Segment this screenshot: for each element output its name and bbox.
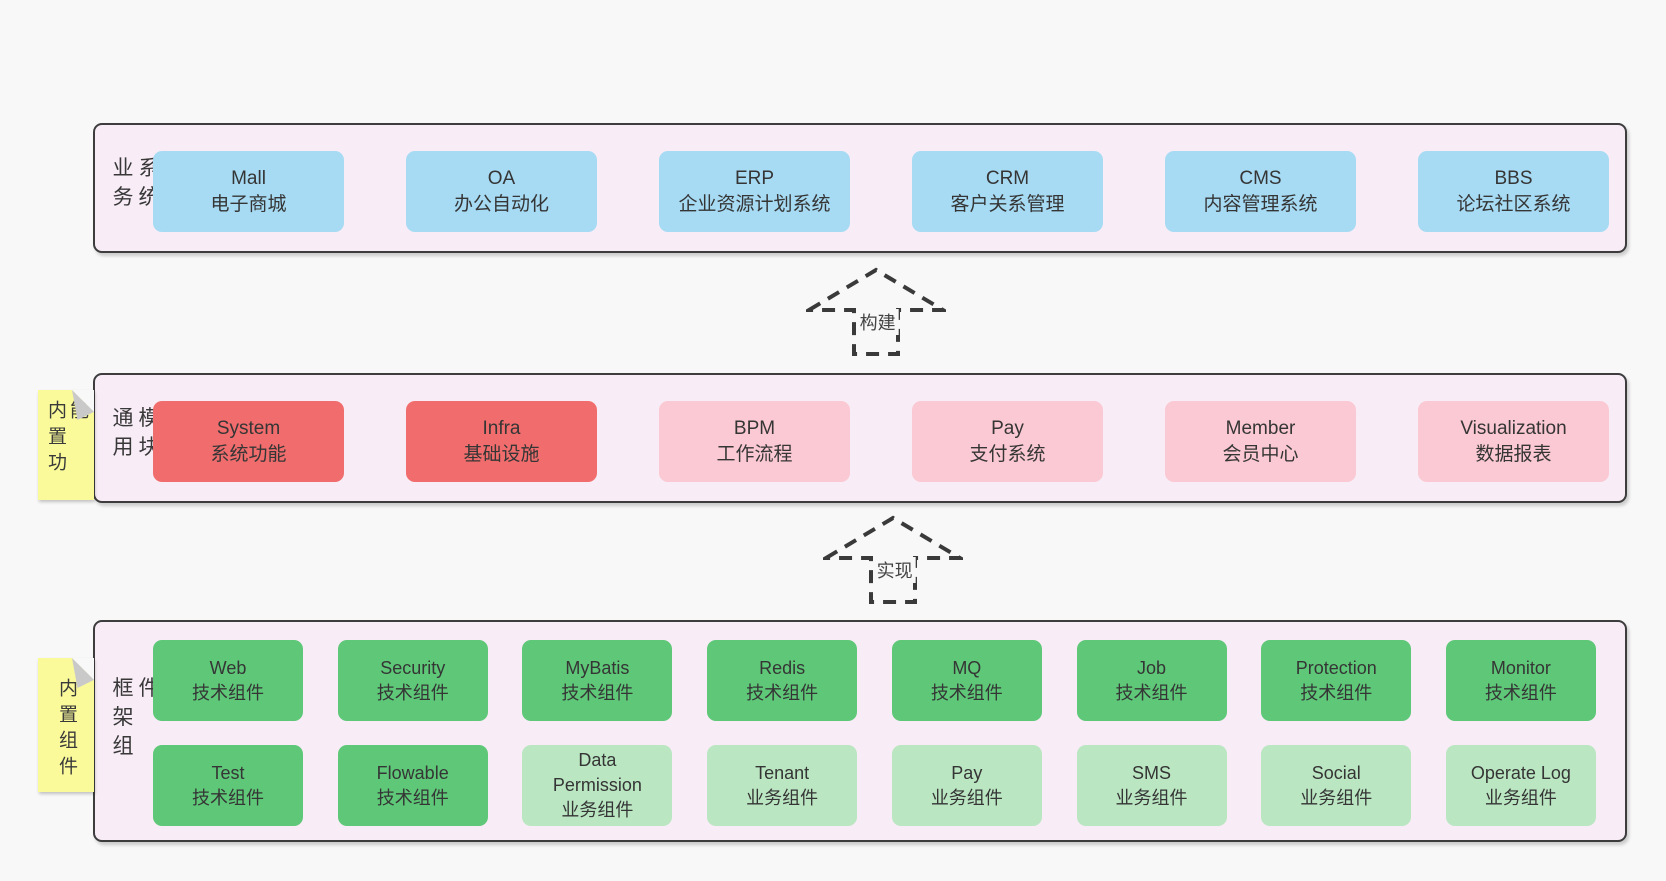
box-subtitle: 技术组件	[192, 787, 264, 808]
box-title: System	[216, 417, 281, 439]
box-title: MQ	[952, 657, 982, 678]
box-subtitle: 技术组件	[746, 682, 819, 703]
framework-box-flowable: Flowable 技术组件	[337, 745, 488, 826]
box-title: Web	[209, 657, 247, 678]
box-title: Member	[1225, 417, 1296, 439]
box-title: Mall	[231, 167, 266, 189]
sticky-note-built-in-functions: 内置功能	[38, 390, 94, 500]
framework-box-pay: Pay 业务组件	[891, 745, 1042, 826]
framework-box-row-2: Test 技术组件 Flowable 技术组件 Data Permission …	[153, 745, 1596, 826]
framework-box-web: Web 技术组件	[153, 640, 303, 721]
arrow-build-label: 构建	[856, 309, 899, 335]
box-subtitle: 业务组件	[1115, 787, 1188, 808]
box-title: OA	[487, 167, 516, 189]
framework-box-security: Security 技术组件	[337, 640, 488, 721]
box-title: Pay	[991, 417, 1024, 439]
business-box-row: Mall 电子商城 OA 办公自动化 ERP 企业资源计划系统 CRM 客户关系…	[153, 151, 1609, 232]
box-title: Flowable	[376, 762, 449, 783]
box-subtitle: 数据报表	[1475, 443, 1552, 465]
box-subtitle: 技术组件	[376, 787, 449, 808]
framework-box-mq: MQ 技术组件	[891, 640, 1042, 721]
box-subtitle: 基础设施	[463, 443, 540, 465]
box-title: Visualization	[1460, 417, 1567, 439]
box-subtitle: 企业资源计划系统	[678, 193, 831, 215]
box-title: BBS	[1494, 167, 1533, 189]
box-subtitle: 技术组件	[1300, 682, 1373, 703]
box-subtitle: 业务组件	[930, 787, 1003, 808]
box-subtitle: 工作流程	[716, 443, 793, 465]
box-subtitle: 业务组件	[746, 787, 819, 808]
module-box-system: System 系统功能	[153, 401, 344, 482]
framework-box-row-1: Web 技术组件 Security 技术组件 MyBatis 技术组件 Redi…	[153, 640, 1596, 721]
modules-box-row: System 系统功能 Infra 基础设施 BPM 工作流程 Pay 支付系统…	[153, 401, 1609, 482]
box-title: Protection	[1295, 657, 1377, 678]
box-title: Social	[1311, 762, 1361, 783]
framework-box-tenant: Tenant 业务组件	[707, 745, 858, 826]
box-title: Data Permission	[552, 750, 642, 795]
box-subtitle: 技术组件	[930, 682, 1003, 703]
module-box-visualization: Visualization 数据报表	[1418, 401, 1609, 482]
business-box-crm: CRM 客户关系管理	[912, 151, 1103, 232]
framework-box-job: Job 技术组件	[1076, 640, 1227, 721]
note-label: 内置组件	[56, 678, 77, 782]
business-box-bbs: BBS 论坛社区系统	[1418, 151, 1609, 232]
box-subtitle: 技术组件	[192, 682, 264, 703]
box-subtitle: 技术组件	[1484, 682, 1557, 703]
framework-box-data-permission: Data Permission 业务组件	[522, 745, 673, 826]
box-title: Security	[380, 657, 446, 678]
box-title: BPM	[733, 417, 776, 439]
box-title: Monitor	[1490, 657, 1551, 678]
box-subtitle: 论坛社区系统	[1456, 193, 1571, 215]
sticky-note-built-in-components: 内置组件	[38, 658, 94, 792]
box-subtitle: 业务组件	[1300, 787, 1373, 808]
framework-box-monitor: Monitor 技术组件	[1445, 640, 1596, 721]
box-subtitle: 技术组件	[561, 682, 634, 703]
business-box-oa: OA 办公自动化	[406, 151, 597, 232]
business-box-mall: Mall 电子商城	[153, 151, 344, 232]
module-box-pay: Pay 支付系统	[912, 401, 1103, 482]
band-common-modules: 内置功能 通用模块 System 系统功能 Infra 基础设施 BPM 工作流…	[38, 373, 1627, 503]
box-title: SMS	[1132, 762, 1172, 783]
box-subtitle: 系统功能	[210, 443, 287, 465]
box-subtitle: 业务组件	[561, 800, 634, 820]
band-framework-components: 内置组件 框架组件 Web 技术组件 Security 技术组件 MyBatis…	[38, 620, 1627, 842]
framework-box-mybatis: MyBatis 技术组件	[522, 640, 673, 721]
box-title: Operate Log	[1470, 762, 1571, 783]
box-subtitle: 客户关系管理	[950, 193, 1065, 215]
box-title: Job	[1137, 657, 1167, 678]
arrow-build: 构建	[806, 265, 946, 357]
box-title: Infra	[482, 417, 521, 439]
box-title: CRM	[985, 167, 1030, 189]
box-title: Tenant	[755, 762, 810, 783]
framework-box-social: Social 业务组件	[1261, 745, 1412, 826]
framework-box-operate-log: Operate Log 业务组件	[1445, 745, 1596, 826]
box-subtitle: 电子商城	[210, 193, 287, 215]
business-box-erp: ERP 企业资源计划系统	[659, 151, 850, 232]
box-subtitle: 支付系统	[969, 443, 1046, 465]
box-title: ERP	[734, 167, 775, 189]
band-business-systems: 业务系统 Mall 电子商城 OA 办公自动化 ERP 企业资源计划系统 CRM…	[93, 123, 1627, 253]
module-box-bpm: BPM 工作流程	[659, 401, 850, 482]
arrow-implement: 实现	[823, 513, 963, 605]
framework-box-test: Test 技术组件	[153, 745, 303, 826]
box-title: Test	[211, 762, 245, 783]
framework-box-protection: Protection 技术组件	[1261, 640, 1412, 721]
box-subtitle: 业务组件	[1484, 787, 1557, 808]
module-box-member: Member 会员中心	[1165, 401, 1356, 482]
box-subtitle: 技术组件	[376, 682, 449, 703]
box-subtitle: 内容管理系统	[1203, 193, 1318, 215]
box-subtitle: 技术组件	[1115, 682, 1188, 703]
business-box-cms: CMS 内容管理系统	[1165, 151, 1356, 232]
box-title: MyBatis	[565, 657, 630, 678]
box-subtitle: 办公自动化	[453, 193, 549, 215]
module-box-infra: Infra 基础设施	[406, 401, 597, 482]
arrow-implement-label: 实现	[873, 557, 916, 583]
box-title: Pay	[951, 762, 983, 783]
framework-box-redis: Redis 技术组件	[707, 640, 858, 721]
box-title: Redis	[759, 657, 806, 678]
box-title: CMS	[1239, 167, 1282, 189]
box-subtitle: 会员中心	[1222, 443, 1299, 465]
framework-box-sms: SMS 业务组件	[1076, 745, 1227, 826]
